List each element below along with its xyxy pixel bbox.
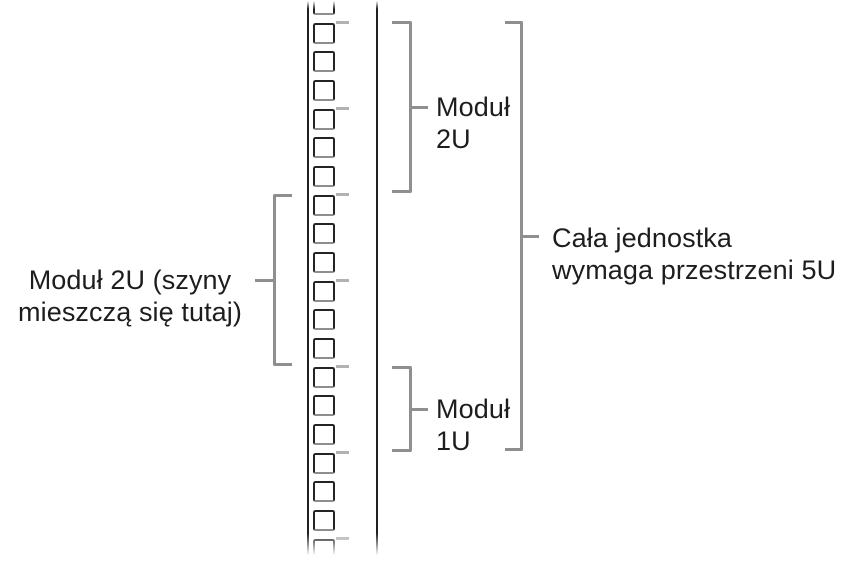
unit-boundary-tick: [336, 21, 349, 24]
bracket-tick: [409, 105, 428, 109]
mounting-hole: [313, 108, 335, 130]
unit-boundary-tick: [336, 107, 349, 110]
label-module-1u: Moduł 1U: [436, 393, 510, 457]
label-module-2u: Moduł 2U: [436, 91, 510, 155]
unit-boundary-tick: [336, 365, 349, 368]
mounting-hole: [313, 309, 335, 331]
bracket-tick: [255, 278, 274, 282]
mounting-hole: [313, 481, 335, 503]
label-module-2u-rails: Moduł 2U (szyny mieszczą się tutaj): [10, 264, 250, 328]
mounting-hole: [313, 194, 335, 216]
label-whole-unit-5u: Cała jednostka wymaga przestrzeni 5U: [552, 222, 836, 286]
bracket-whole-unit-5u: [505, 21, 539, 451]
unit-boundary-tick: [336, 279, 349, 282]
mounting-hole: [313, 80, 335, 101]
rail-fade-bottom: [298, 533, 392, 564]
unit-boundary-tick: [336, 193, 349, 196]
mounting-hole: [313, 51, 335, 73]
rail-front-edge-line: [307, 0, 309, 558]
mounting-hole: [313, 22, 335, 44]
mounting-hole: [313, 510, 335, 531]
label-line: 1U: [436, 426, 471, 456]
label-line: 2U: [436, 124, 471, 154]
label-line: Moduł: [436, 394, 511, 424]
bracket-tick: [520, 234, 539, 238]
mounting-hole: [313, 252, 335, 273]
bracket-module-2u: [392, 21, 428, 193]
rail-fade-top: [298, 0, 392, 9]
label-line: Moduł: [436, 92, 511, 122]
mounting-hole: [313, 166, 335, 187]
mounting-hole: [313, 366, 335, 388]
mounting-hole: [313, 280, 335, 302]
label-line: Moduł 2U (szyny: [28, 265, 232, 295]
mounting-hole: [313, 395, 335, 417]
mounting-hole: [313, 424, 335, 445]
mounting-hole: [313, 452, 335, 474]
unit-boundary-tick: [336, 451, 349, 454]
bracket-module-1u: [392, 366, 428, 452]
mounting-hole: [313, 338, 335, 359]
bracket-tick: [409, 407, 428, 411]
mounting-hole: [313, 223, 335, 245]
rail-rear-edge-line: [376, 0, 378, 558]
label-line: Cała jednostka: [552, 223, 733, 253]
label-line: wymaga przestrzeni 5U: [552, 255, 837, 285]
bracket-left-module-2u: [255, 194, 292, 366]
mounting-hole: [313, 137, 335, 159]
label-line: mieszczą się tutaj): [18, 297, 242, 327]
